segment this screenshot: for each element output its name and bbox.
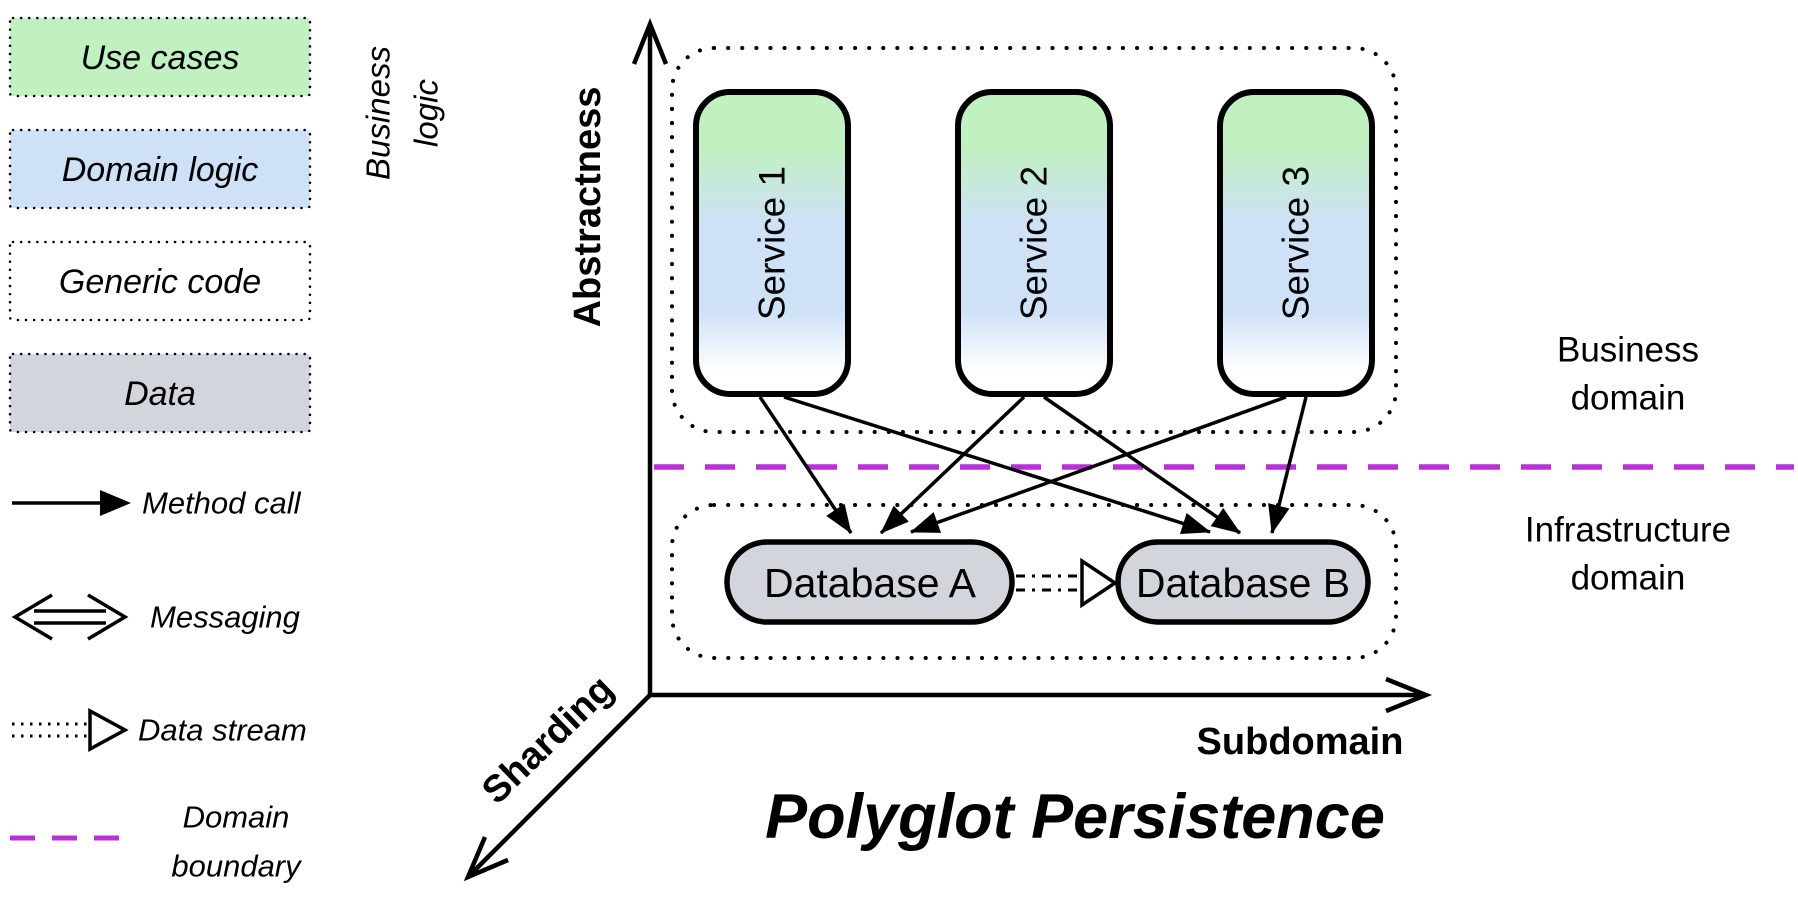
infrastructure-domain-label-line1: Infrastructure: [1525, 511, 1731, 550]
databases: Database A Database B: [724, 539, 1371, 625]
data-stream-arrowhead-icon: [88, 708, 129, 752]
business-logic-note-line2: logic: [408, 79, 445, 147]
method-call-arrow-service3-databaseB: [1268, 396, 1308, 534]
services: Service 1 Service 2 Service 3: [693, 89, 1375, 397]
abstractness-axis-arrowhead-icon: [631, 17, 669, 65]
infrastructure-domain-region: [670, 503, 1398, 660]
legend-domain-boundary-label-line2: boundary: [171, 849, 303, 884]
messaging-sample-arrow: [11, 593, 129, 641]
data-stream-sample-arrow: [12, 708, 129, 752]
sharding-axis-arrowhead-icon: [463, 836, 509, 882]
service-3-box: [1217, 89, 1375, 397]
messaging-right-arrowhead-icon: [87, 593, 129, 641]
method-call-arrow-service2-databaseA: [879, 395, 1026, 535]
database-b-box: [1115, 539, 1371, 625]
sharding-axis: [470, 693, 652, 875]
messaging-left-arrowhead-icon: [11, 593, 53, 641]
subdomain-axis-label: Subdomain: [1197, 721, 1404, 763]
legend-generic-code-label: Generic code: [59, 263, 261, 301]
legend-method-call-label: Method call: [142, 486, 302, 521]
legend-domain-logic-box: [8, 128, 312, 210]
legend-messaging-label: Messaging: [150, 600, 300, 635]
business-domain-label-line1: Business: [1557, 331, 1699, 370]
database-a-label: Database A: [764, 560, 977, 606]
infrastructure-domain-label-line2: domain: [1571, 559, 1686, 598]
service-database-connectors: [758, 395, 1308, 535]
legend-data-label: Data: [124, 375, 196, 413]
region-labels: Business domain Infrastructure domain: [1525, 331, 1731, 598]
legend-use-cases-label: Use cases: [81, 39, 240, 77]
sharding-axis-label: Sharding: [474, 668, 622, 813]
legend-use-cases-box: [8, 16, 312, 98]
data-stream-arrow-databaseA-databaseB: [1016, 557, 1119, 609]
legend-layers: Use cases Domain logic Generic code Data: [8, 16, 312, 434]
data-stream-arrowhead-icon: [1080, 557, 1119, 609]
diagram-title: Polyglot Persistence: [765, 782, 1385, 852]
legend-domain-boundary-label-line1: Domain: [183, 800, 290, 835]
business-logic-note-line1: Business: [360, 46, 397, 180]
legend-data-stream-label: Data stream: [138, 713, 307, 748]
service-1-label: Service 1: [752, 166, 793, 320]
service-3-label: Service 3: [1276, 166, 1317, 320]
business-logic-note: Business logic: [360, 46, 445, 180]
business-domain-label-line2: domain: [1571, 379, 1686, 418]
service-1-box: [693, 89, 851, 397]
method-call-arrowhead-icon: [100, 490, 131, 516]
legend-connectors: Method call Messaging Data stream Domain…: [10, 486, 307, 884]
legend-generic-code-box: [8, 240, 312, 322]
database-a-box: [724, 539, 1015, 625]
method-call-arrow-service3-databaseA: [910, 395, 1287, 534]
abstractness-axis-label: Abstractness: [567, 87, 609, 328]
service-2-box: [955, 89, 1113, 397]
service-2-label: Service 2: [1014, 166, 1055, 320]
subdomain-axis-arrowhead-icon: [1385, 676, 1433, 714]
method-call-arrow-service1-databaseB: [783, 395, 1211, 535]
legend-data-box: [8, 352, 312, 434]
database-b-label: Database B: [1136, 560, 1350, 606]
legend-domain-logic-label: Domain logic: [62, 151, 259, 189]
method-call-arrow-service2-databaseB: [1043, 395, 1241, 535]
method-call-arrow-service1-databaseA: [758, 396, 853, 534]
